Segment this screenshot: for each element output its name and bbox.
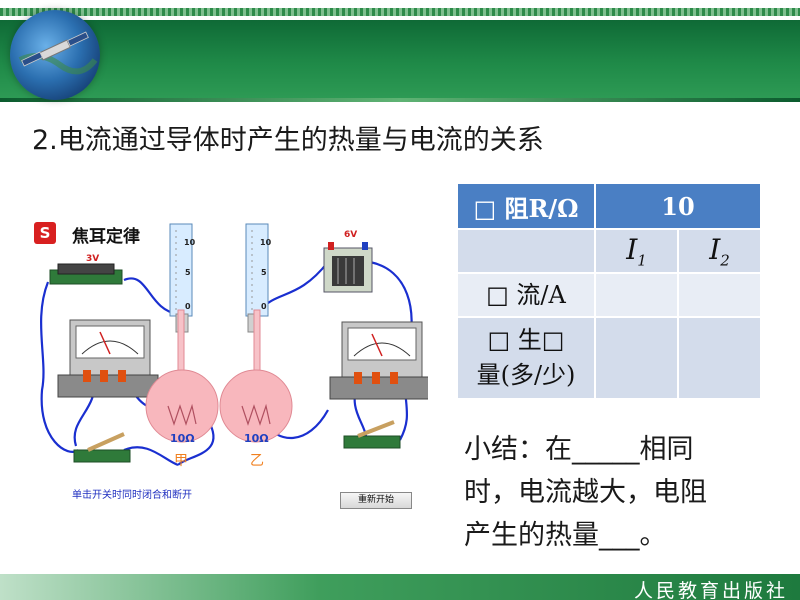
header-banner (0, 0, 800, 102)
switch-left-lever (87, 432, 125, 452)
header-band (0, 20, 800, 100)
restart-button[interactable]: 重新开始 (340, 492, 412, 509)
battery-left-voltage: 3V (86, 254, 100, 264)
wire-right-top (259, 261, 329, 311)
battery-left-cells (57, 263, 115, 275)
current-2-symbol: I2 (677, 228, 762, 274)
row-heat-label: □ 生□ 量(多/少) (456, 316, 596, 400)
scale-left-tick-low: 0 (185, 302, 191, 311)
footer-band: 人民教育出版社 (0, 574, 800, 600)
flask-right-resistance: 10Ω (244, 432, 269, 445)
wire-flask-link (177, 419, 215, 466)
current-1-value-cell[interactable] (594, 272, 679, 318)
resistance-current-table: □ 阻R/Ω 10 I1 I2 □ 流/A □ 生□ 量(多/少) (456, 182, 762, 400)
flask-left (145, 369, 219, 443)
table-cell-empty (456, 228, 596, 274)
s-logo-icon: S (34, 222, 56, 244)
summary-line-1: 小结：在_____相同 (464, 434, 694, 465)
ammeter-left-needle (99, 331, 111, 355)
heat-1-value-cell[interactable] (594, 316, 679, 400)
circuit-diagram (39, 223, 428, 467)
header-resistance-value: 10 (594, 182, 762, 230)
simulation-hint: 单击开关时同时闭合和断开 (72, 490, 192, 501)
header-resistance-label: □ 阻R/Ω (456, 182, 596, 230)
page-title: 2.电流通过导体时产生的热量与电流的关系 (32, 125, 544, 156)
table-row: □ 流/A (456, 272, 762, 318)
scale-left-tick-high: 10 (184, 238, 196, 247)
wire-left-outer (39, 281, 79, 453)
earth-satellite-icon (10, 10, 100, 100)
flask-left-name: 甲 (174, 453, 188, 469)
switch-right-lever (357, 420, 395, 438)
scale-right-tick-mid: 5 (261, 268, 267, 277)
summary-text: 小结：在_____相同 时，电流越大，电阻 产生的热量___。 (464, 428, 764, 557)
simulation-title: 焦耳定律 (72, 227, 140, 247)
table-row: □ 生□ 量(多/少) (456, 316, 762, 400)
scale-left-tick-mid: 5 (185, 268, 191, 277)
table-row: I1 I2 (456, 228, 762, 274)
current-1-symbol: I1 (594, 228, 679, 274)
flask-right (219, 369, 293, 443)
flask-left-resistance: 10Ω (170, 432, 195, 445)
scale-right-tick-high: 10 (260, 238, 272, 247)
summary-line-3: 产生的热量___。 (464, 520, 667, 551)
joule-law-simulation: S 焦耳定律 3V 6V 10 5 0 10 5 0 10Ω 10Ω 甲 乙 单… (28, 210, 428, 530)
header-divider (0, 98, 800, 102)
switch-left-base (73, 449, 131, 463)
wire-bottom-left (123, 446, 179, 467)
current-2-value-cell[interactable] (677, 272, 762, 318)
row-current-label: □ 流/A (456, 272, 596, 318)
heat-2-value-cell[interactable] (677, 316, 762, 400)
scale-right-tick-low: 0 (261, 302, 267, 311)
flask-right-name: 乙 (250, 453, 264, 469)
header-stripes (0, 8, 800, 16)
switch-right-base (343, 435, 401, 449)
summary-line-2: 时，电流越大，电阻 (464, 477, 707, 508)
battery-right-voltage: 6V (344, 230, 358, 240)
ammeter-right-needle (371, 333, 383, 357)
publisher-logo: 人民教育出版社 (633, 580, 788, 600)
